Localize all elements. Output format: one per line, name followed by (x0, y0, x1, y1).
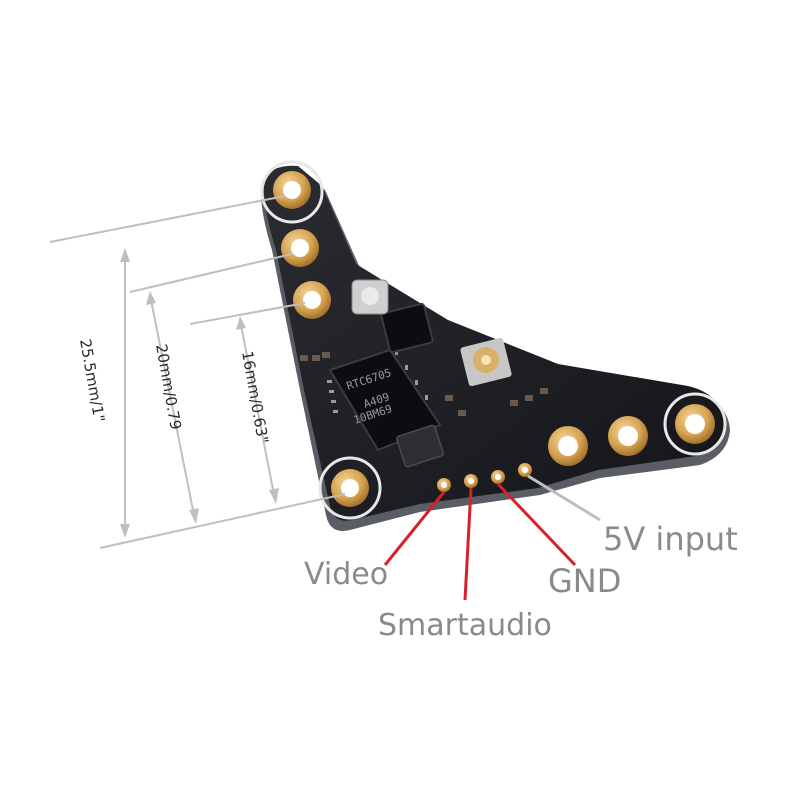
leader-lines-red (383, 482, 577, 601)
dimension-label-overall: 25.5mm/1" (76, 338, 108, 424)
silk-ring (260, 160, 324, 224)
mount-pads-left (273, 171, 369, 507)
dimension-guides (49, 195, 346, 549)
signal-pads (437, 463, 532, 492)
callout-5v-input: 5V input (603, 520, 738, 558)
leader-line-gray (527, 474, 601, 522)
small-chip (380, 302, 434, 354)
rtc6705-chip: RTC6705 A409 10BM69 (327, 348, 442, 452)
passive-components (300, 352, 548, 416)
dimension-label-mid: 20mm/0.79 (152, 343, 185, 432)
silk-ring (318, 456, 382, 520)
small-chip (396, 424, 444, 468)
callout-smartaudio: Smartaudio (378, 608, 552, 643)
callout-video: Video (304, 557, 388, 592)
silk-ring (663, 392, 727, 456)
mount-pads-right (548, 404, 715, 466)
dimension-arrowheads (120, 248, 279, 538)
dimension-label-inner: 16mm/0.63" (238, 350, 272, 445)
antenna-connector (460, 337, 512, 387)
callout-gnd: GND (548, 562, 621, 600)
